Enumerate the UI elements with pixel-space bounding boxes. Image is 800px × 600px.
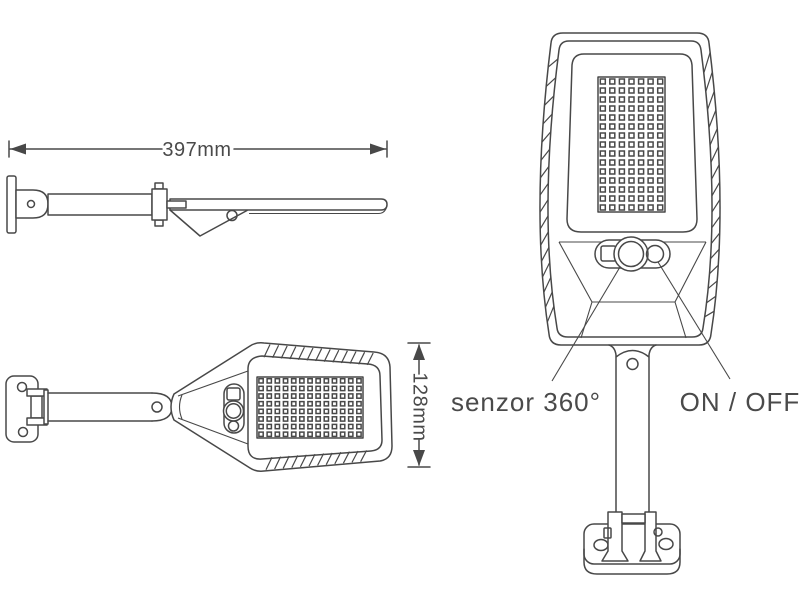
dimension-397mm-label: 397mm [162,139,231,161]
lamp-face-bottom [247,355,383,460]
connector-tab-top [154,182,164,190]
arrow-right-icon [370,143,386,155]
pole-hole [626,357,639,371]
led-panel-frame-front [597,76,666,213]
lamp-head-inner-outline [547,40,713,338]
lamp-blade-profile [169,198,388,211]
dimension-end-ticks [8,140,388,158]
hinge-center [30,395,43,419]
hatch-band-right [703,52,721,318]
base-tab [603,527,612,539]
nose-facet-lines [177,370,249,445]
base-prong-right [639,511,662,562]
power-button-bottom [227,420,240,432]
sensor-housing-profile [169,209,248,237]
bracket-arm-side [47,193,153,216]
sensor-lens-bottom [225,403,242,419]
lamp-face-front [566,53,698,233]
power-button-front [645,244,665,264]
callout-line-sensor [551,266,621,382]
base-crossbar [621,513,646,524]
dimension-end-ticks [407,342,431,468]
base-plate [583,523,681,565]
pir-window-bottom [226,387,241,401]
mounting-pole [608,344,657,515]
arrow-left-icon [10,143,26,155]
callout-sensor-label: senzor 360° [451,387,601,417]
hatch-band-left [539,58,559,323]
hinge-pivot [43,389,49,425]
dimension-128mm: 128mm [407,342,431,468]
bracket-clamp-side [15,189,49,219]
led-panel-frame-bottom [256,376,364,439]
base-pin-hole [653,527,663,537]
arrow-down-icon [413,450,425,466]
dimension-128mm-label: 128mm [409,372,431,441]
lamp-head-outline-bottom [170,342,393,472]
base-plate-thickness [583,548,681,575]
led-grid-bottom [258,377,362,438]
connector-link [166,200,187,209]
arrow-up-icon [413,344,425,360]
callout-line-power [657,261,731,380]
plate-screw-hole-bottom [17,426,29,438]
base-prong-left [601,511,629,562]
callout-power-label: ON / OFF [680,387,800,417]
arm-pivot-hole [151,401,163,413]
clamp-screw-hole [26,199,36,209]
bracket-arm-bottom [47,392,153,422]
bottom-face-view: 128mm [5,342,431,472]
dimension-397mm: 397mm [8,139,388,161]
connector-tab-bottom [154,219,164,227]
plate-screw-hole-top [16,381,28,393]
led-grid-front [599,78,664,211]
blade-underside-lip [249,206,388,215]
arm-connector [151,188,168,221]
wall-plate-side [6,175,17,234]
sensor-lens-front [617,240,645,268]
hatch-band-bottom [265,450,368,471]
front-face-view: senzor 360° ON / OFF [451,32,800,575]
base-screw-hole-right [658,537,674,551]
hatch-band-top [263,344,374,366]
side-profile-view: 397mm [6,139,388,237]
